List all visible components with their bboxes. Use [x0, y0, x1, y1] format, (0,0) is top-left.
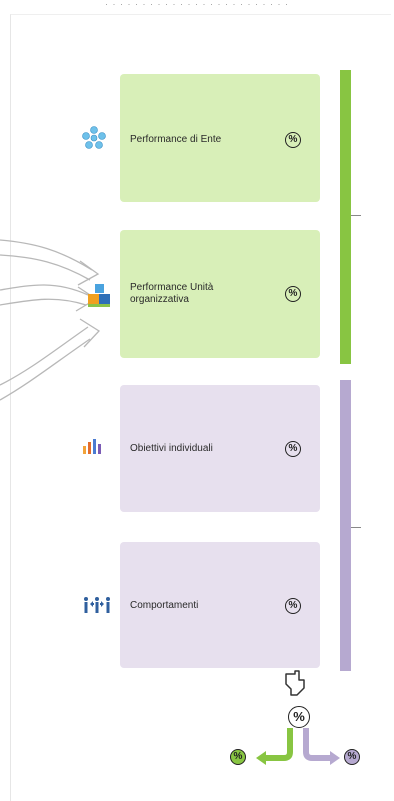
box-comportamenti: Comportamenti %	[120, 542, 320, 668]
percent-badge: %	[285, 132, 301, 148]
group-bar-tick	[351, 215, 361, 216]
blocks-icon	[88, 284, 110, 307]
group-bar-tick	[351, 527, 361, 528]
box-label-line2: organizzativa	[130, 294, 189, 305]
percent-badge-right: %	[344, 749, 360, 765]
diagram-frame	[10, 14, 391, 801]
box-label: Obiettivi individuali	[130, 443, 213, 454]
percent-badge: %	[285, 441, 301, 457]
box-performance-ente: Performance di Ente %	[120, 74, 320, 202]
percent-badge-center: %	[288, 706, 310, 728]
group-bar-purple	[340, 380, 351, 671]
network-icon	[82, 126, 106, 149]
box-label: Performance di Ente	[130, 134, 222, 145]
box-label-line1: Performance Unità	[130, 282, 214, 293]
hand-pointer-icon	[285, 670, 305, 696]
split-arrows	[256, 728, 340, 765]
percent-badge: %	[285, 286, 301, 302]
box-label: Comportamenti	[130, 600, 199, 611]
group-bar-green	[340, 70, 351, 364]
percent-badge-left: %	[230, 749, 246, 765]
top-header-strip: · · · · · · · · · · · · · · · · · · · · …	[105, 0, 289, 9]
box-performance-unita: Performance Unità organizzativa %	[120, 230, 320, 358]
people-icon	[84, 597, 110, 613]
left-curved-arrows	[0, 239, 101, 401]
percent-badge: %	[285, 598, 301, 614]
bar-chart-icon	[83, 439, 101, 454]
box-obiettivi-individuali: Obiettivi individuali %	[120, 385, 320, 512]
